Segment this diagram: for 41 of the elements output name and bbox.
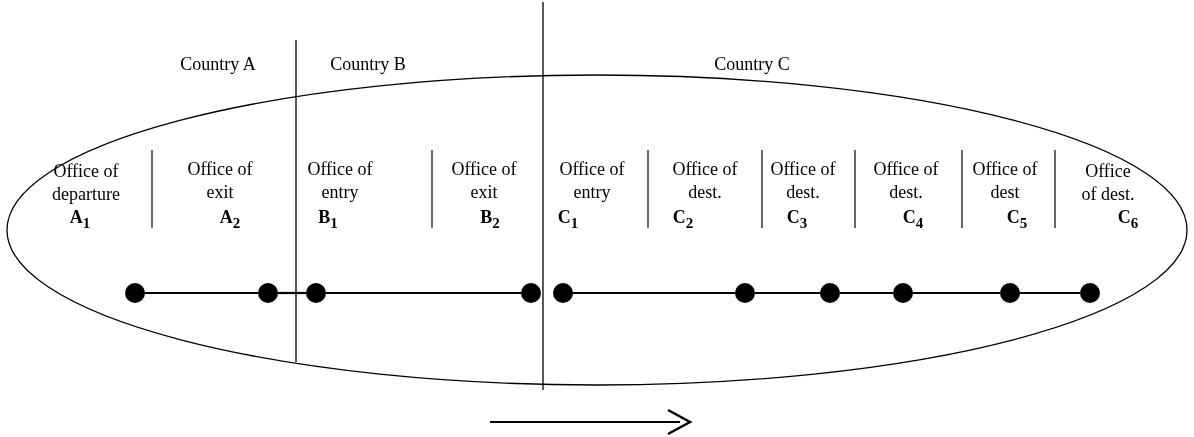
office-label: Office of exit — [186, 158, 254, 204]
route-line — [840, 291, 893, 295]
country-label: Country B — [329, 53, 407, 76]
office-label: Office of exit — [450, 158, 518, 204]
office-code: C$_{3}$ — [785, 206, 809, 233]
office-label: Office of departure — [51, 160, 121, 206]
office-dot — [306, 283, 326, 303]
country-label: Country C — [713, 53, 791, 76]
office-code: A$_{1}$ — [68, 206, 92, 233]
office-code: C$_{2}$ — [671, 206, 695, 233]
office-label: Office of dest. — [671, 158, 739, 204]
office-dot — [258, 283, 278, 303]
route-line — [145, 291, 258, 295]
office-label: Office of dest. — [872, 158, 940, 204]
route-line — [913, 291, 1000, 295]
office-code: C$_{4}$ — [901, 206, 925, 233]
route-line — [1020, 291, 1080, 295]
office-dot — [820, 283, 840, 303]
office-code: A$_{2}$ — [218, 206, 242, 233]
office-dot — [1000, 283, 1020, 303]
office-label: Office of dest. — [1080, 160, 1136, 206]
office-label: Office of dest. — [769, 158, 837, 204]
route-line — [278, 291, 306, 295]
office-code: B$_{1}$ — [317, 206, 339, 233]
office-dot — [1080, 283, 1100, 303]
office-dot — [125, 283, 145, 303]
office-dot — [553, 283, 573, 303]
route-line — [326, 291, 521, 295]
office-code: C$_{6}$ — [1116, 206, 1140, 233]
office-dot — [735, 283, 755, 303]
office-dot — [893, 283, 913, 303]
office-dot — [521, 283, 541, 303]
country-label: Country A — [179, 53, 257, 76]
office-code: B$_{2}$ — [479, 206, 501, 233]
office-label: Office of dest — [971, 158, 1039, 204]
office-code: C$_{1}$ — [556, 206, 580, 233]
route-line — [573, 291, 735, 295]
office-code: C$_{5}$ — [1005, 206, 1029, 233]
office-label: Office of entry — [558, 158, 626, 204]
route-line — [755, 291, 820, 295]
office-label: Office of entry — [306, 158, 374, 204]
